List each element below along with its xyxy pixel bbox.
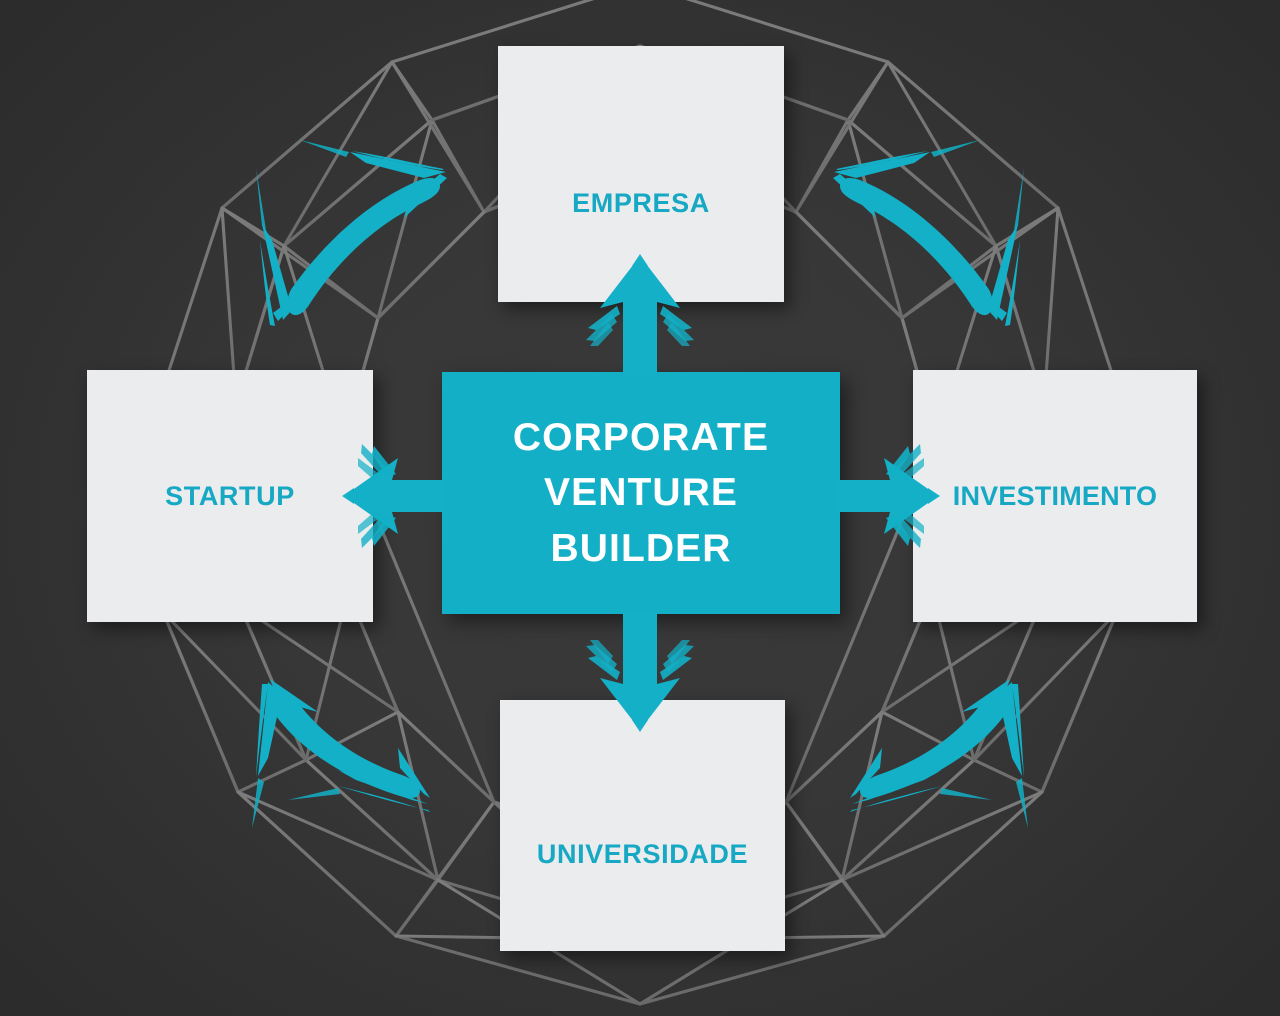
- node-corporate-venture-builder[interactable]: CORPORATE VENTURE BUILDER: [442, 372, 840, 614]
- node-investimento-label: INVESTIMENTO: [952, 480, 1158, 511]
- node-investimento[interactable]: INVESTIMENTO: [913, 370, 1197, 622]
- node-empresa-label: EMPRESA: [572, 187, 710, 218]
- node-universidade[interactable]: UNIVERSIDADE: [500, 700, 785, 951]
- arrow-startup-universidade: [252, 679, 430, 828]
- node-startup-label: STARTUP: [165, 480, 295, 511]
- node-center-label: CORPORATE VENTURE BUILDER: [512, 415, 770, 570]
- arrow-empresa-startup: [256, 140, 447, 326]
- node-universidade-label: UNIVERSIDADE: [536, 839, 749, 869]
- node-startup[interactable]: STARTUP: [87, 370, 373, 622]
- arrow-universidade-investimento: [850, 679, 1028, 828]
- arrow-empresa-investimento: [833, 140, 1024, 326]
